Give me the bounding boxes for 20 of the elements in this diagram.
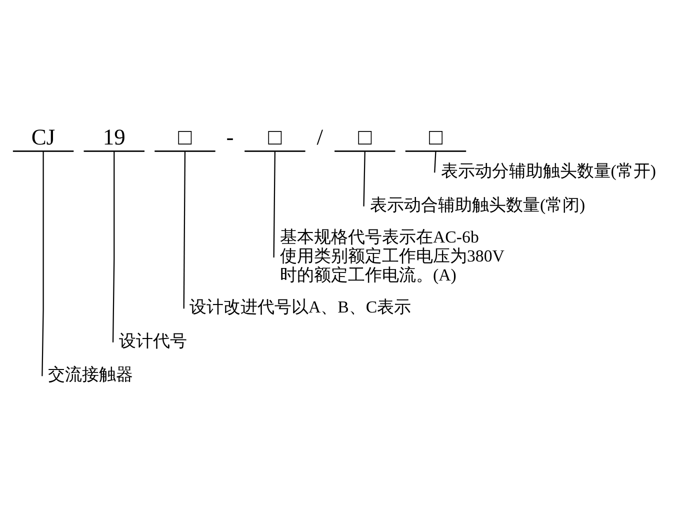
connector <box>273 150 276 257</box>
node-text: 设计代号 <box>119 330 188 350</box>
label: / <box>316 124 324 149</box>
node-text: □ <box>178 124 192 149</box>
node-text: 19 <box>102 124 126 149</box>
connector <box>434 150 436 172</box>
connector <box>363 150 366 206</box>
node-text: 表示动合辅助触头数量(常闭) <box>370 194 586 214</box>
connector <box>112 150 115 342</box>
node-text: 基本规格代号表示在AC-6b使用类别额定工作电压为380V时的额定工作电流。(A) <box>280 226 504 284</box>
node-text: □ <box>358 124 372 149</box>
connector <box>183 150 186 308</box>
node-text: 交流接触器 <box>48 364 133 384</box>
node-text: 设计改进代号以A、B、C表示 <box>189 297 412 316</box>
node-text: □ <box>428 124 443 149</box>
node-text: □ <box>268 124 282 149</box>
connector <box>42 150 44 376</box>
node-text: CJ <box>31 124 56 149</box>
label: - <box>226 124 234 149</box>
node-text: 表示动分辅助触头数量(常开) <box>440 161 656 180</box>
